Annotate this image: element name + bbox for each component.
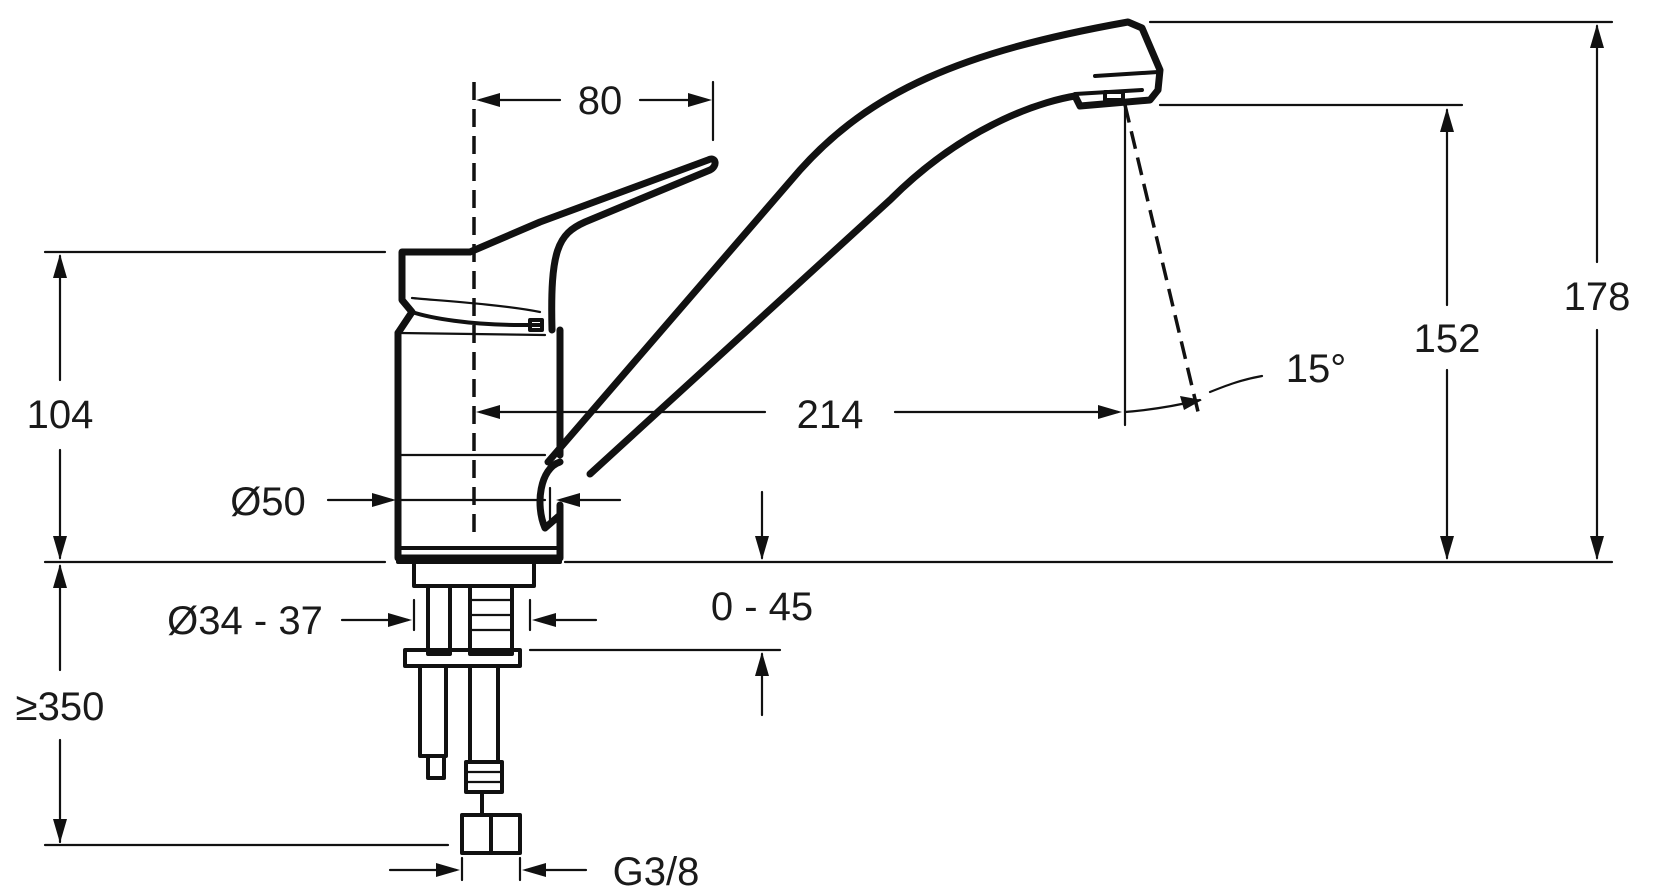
dim-total-height: 178	[1148, 20, 1631, 560]
dim-hose-length-label: ≥350	[16, 685, 105, 729]
dim-hole-diameter-label: Ø34 - 37	[167, 599, 323, 643]
dim-spout-reach-label: 214	[797, 393, 864, 437]
center-lines	[472, 82, 1202, 535]
dim-connection-thread-label: G3/8	[613, 850, 700, 891]
dim-outlet-height-label: 152	[1414, 317, 1481, 361]
dim-total-height-label: 178	[1564, 275, 1631, 319]
dim-hose-length: ≥350	[16, 564, 450, 847]
dim-body-diameter-label: Ø50	[230, 480, 306, 524]
dim-spray-angle-label: 15°	[1286, 347, 1347, 391]
dim-body-diameter: Ø50	[230, 480, 622, 524]
dim-hole-diameter: Ø34 - 37	[167, 598, 598, 643]
dim-outlet-height: 152	[1158, 103, 1481, 560]
dim-body-height: 104	[27, 250, 387, 560]
dim-lever-offset: 80	[476, 79, 715, 142]
dim-deck-thickness: 0 - 45	[528, 490, 813, 717]
dim-spout-reach: 214	[476, 106, 1127, 437]
dim-deck-thickness-label: 0 - 45	[711, 585, 813, 629]
dim-body-height-label: 104	[27, 393, 94, 437]
dim-connection-thread: G3/8	[388, 850, 700, 891]
faucet-outline	[43, 18, 1614, 855]
dim-lever-offset-label: 80	[578, 79, 623, 123]
dim-spray-angle: 15°	[1123, 347, 1347, 414]
